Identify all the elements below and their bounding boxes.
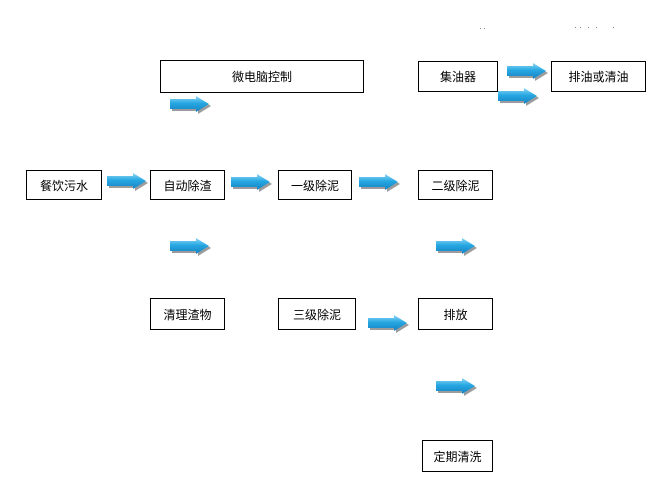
right-arrow-icon: [170, 238, 212, 256]
right-arrow-icon: [436, 378, 478, 396]
node-mud-removal-1: 一级除泥: [278, 170, 352, 200]
node-label: 排放: [443, 307, 468, 322]
speck: [613, 27, 614, 28]
right-arrow-icon: [107, 173, 149, 191]
node-label: 二级除泥: [431, 178, 480, 193]
right-arrow-icon: [436, 238, 478, 256]
node-wastewater: 餐饮污水: [26, 170, 102, 200]
node-label: 集油器: [439, 70, 476, 84]
right-arrow-icon: [507, 63, 549, 81]
speck: [484, 28, 485, 29]
node-clean-slag: 清理渣物: [150, 298, 225, 330]
node-periodic-cleaning: 定期清洗: [422, 440, 493, 472]
right-arrow-icon: [359, 174, 401, 192]
node-discharge: 排放: [418, 298, 493, 330]
node-mud-removal-2: 二级除泥: [418, 170, 493, 200]
right-arrow-icon: [170, 96, 212, 114]
speck: [575, 27, 576, 28]
node-auto-slag-removal: 自动除渣: [150, 170, 225, 200]
speck: [480, 28, 481, 29]
node-label: 餐饮污水: [39, 178, 88, 193]
node-label: 定期清洗: [433, 449, 482, 464]
node-label: 微电脑控制: [231, 70, 292, 84]
speck: [596, 27, 597, 28]
right-arrow-icon: [368, 315, 410, 333]
right-arrow-icon: [498, 88, 540, 106]
node-mud-removal-3: 三级除泥: [278, 298, 356, 330]
speck: [588, 27, 589, 28]
node-label: 排油或清油: [568, 70, 629, 84]
node-label: 一级除泥: [290, 178, 339, 193]
node-label: 自动除渣: [163, 178, 212, 193]
right-arrow-icon: [231, 174, 273, 192]
node-label: 三级除泥: [292, 307, 341, 322]
node-label: 清理渣物: [163, 307, 212, 322]
node-micro-control: 微电脑控制: [160, 60, 364, 93]
speck: [580, 27, 581, 28]
node-oil-collector: 集油器: [418, 61, 498, 92]
node-drain-oil: 排油或清油: [551, 61, 646, 92]
